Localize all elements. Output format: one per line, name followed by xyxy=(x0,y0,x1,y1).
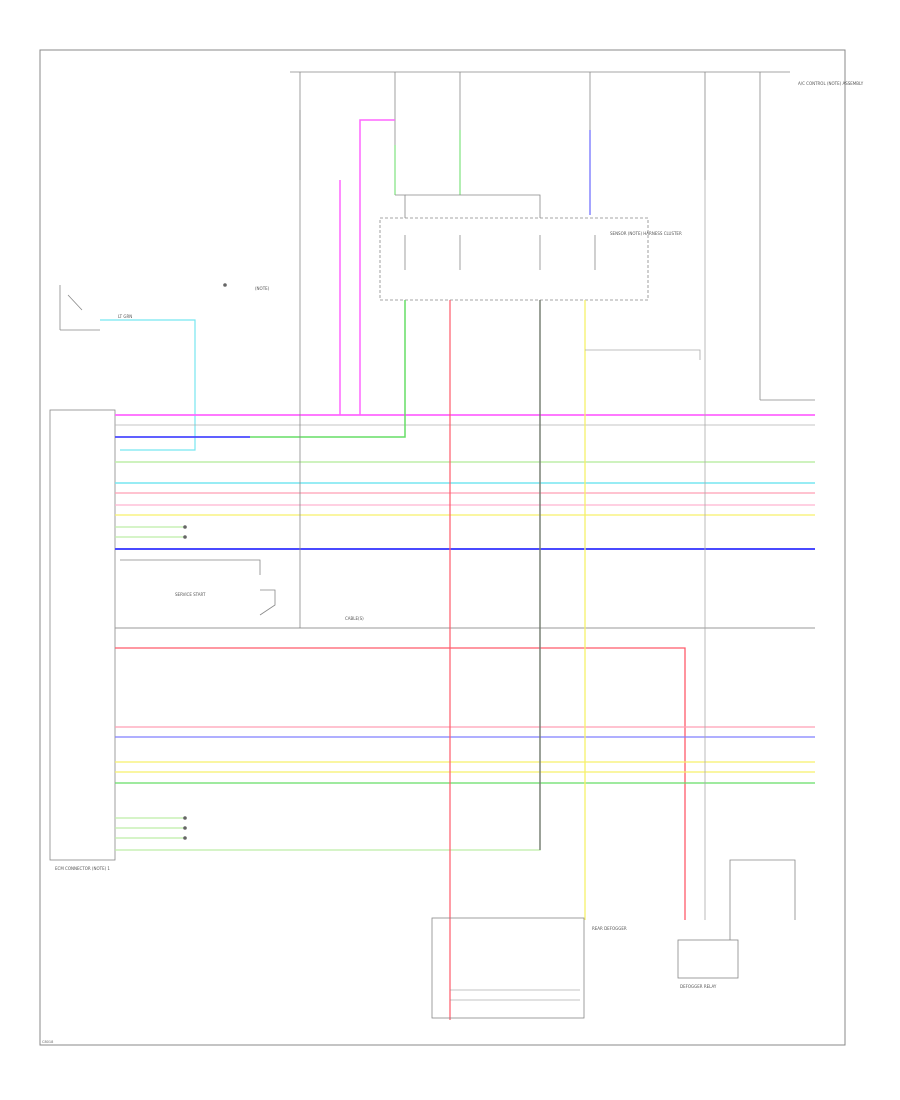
wire-magenta-up-2 xyxy=(359,119,395,415)
connector-block xyxy=(49,409,116,861)
wire-red-long xyxy=(115,647,686,920)
lower-module-internal xyxy=(450,989,580,1001)
defogger-relay-label: DEFOGGER RELAY xyxy=(680,984,717,989)
ecm-connector-label: ECM CONNECTOR (NOTE) 1 xyxy=(55,866,110,871)
middle-switch xyxy=(120,110,301,628)
relay-box xyxy=(379,217,649,301)
wire-cyan-switch xyxy=(100,319,196,451)
air-conditioner-label: A/C CONTROL (NOTE) ASSEMBLY xyxy=(798,81,864,86)
lower-module xyxy=(431,917,585,1019)
ecm-note-label: (NOTE) xyxy=(255,286,270,291)
service-start-label: SERVICE START xyxy=(175,592,206,597)
wire-green-8 xyxy=(115,300,541,851)
defogger-relay xyxy=(677,939,739,979)
diagram-frame xyxy=(39,49,846,1046)
ground-symbols xyxy=(183,283,227,840)
left-switch xyxy=(59,285,100,331)
wire-color-label: LT GRN xyxy=(118,314,132,319)
top-fuse-bus xyxy=(290,71,790,400)
rear-defogger-label: REAR DEFOGGER xyxy=(592,926,627,931)
sensor-note-label: SENSOR (NOTE) HARNESS CLUSTER xyxy=(610,231,682,236)
page-number: C8018 xyxy=(42,1040,53,1044)
wire-green-up xyxy=(250,300,406,438)
right-ground-wire xyxy=(729,859,796,940)
wire-gray-link xyxy=(585,349,701,360)
relay-contacts xyxy=(395,194,596,270)
cable-label: CABLE(S) xyxy=(345,616,364,621)
